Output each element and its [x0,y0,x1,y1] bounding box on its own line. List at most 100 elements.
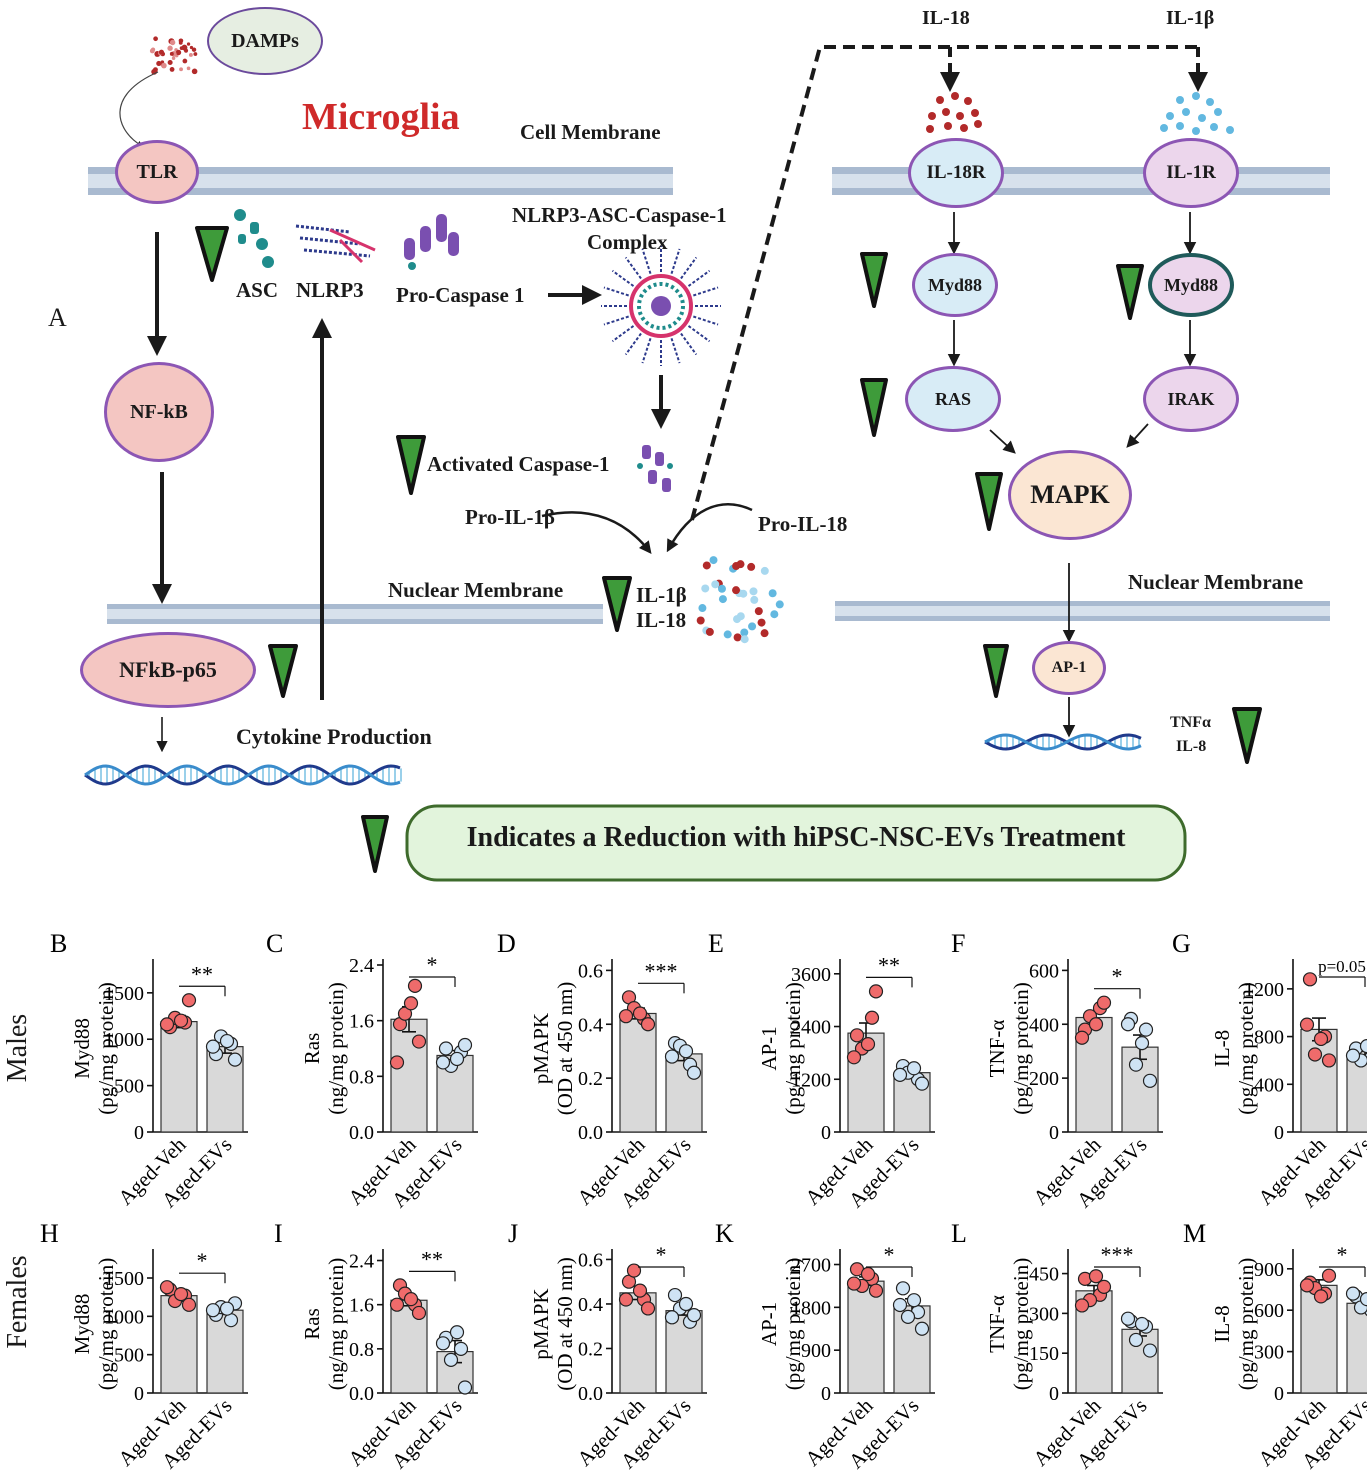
y-tick-label: 0 [134,1383,144,1405]
complex-spike [687,269,711,287]
damps-dot [179,67,183,72]
cytokine-dot [749,587,758,596]
reduction-triangle-icon [860,252,888,308]
data-point [900,1309,916,1324]
data-point [1359,1292,1367,1307]
reduction-triangle-icon [860,378,888,437]
dna-strand [984,733,1142,751]
data-point [626,1263,642,1278]
myd88-right-node: Myd88 [1148,253,1234,317]
il18-dot [956,112,964,120]
damps-dot [189,45,194,50]
il1b-dot [1226,126,1234,134]
reduction-triangle-icon [1232,707,1262,764]
y-tick-label: 900 [1254,1259,1284,1281]
il18-dot [936,96,944,104]
bar [1300,1028,1338,1133]
data-point [173,1013,189,1028]
y-axis-unit-label: (pg/mg protein) [1234,982,1258,1114]
data-point [1302,972,1318,987]
dashed-release-path [690,45,1198,521]
y-tick-label: 1.6 [349,1011,374,1033]
y-tick-label: 0.0 [578,1122,603,1144]
data-point [443,1352,459,1367]
data-point [1120,1017,1136,1032]
y-axis-label: AP-1 [757,1302,781,1346]
cytokine-dot [750,595,759,604]
y-axis-label: pMAPK [529,1288,553,1359]
data-point [181,1297,197,1312]
irak-label: IRAK [1167,388,1215,409]
y-axis-label: pMAPK [529,1013,553,1084]
dna-helix-right-icon [984,733,1142,751]
y-tick-label: 0.4 [578,1014,603,1036]
chart-panel-letter: E [708,929,724,958]
cytokine-dot [711,580,720,589]
data-point [678,1296,694,1312]
significance-label: * [1337,1242,1348,1267]
pro-il1b-label: Pro-IL-1β [465,505,555,529]
data-point [667,1287,683,1303]
il18-dot [942,108,950,116]
il1b-dot [1192,92,1200,100]
data-point [860,1266,876,1282]
y-tick-label: 0.0 [578,1383,603,1405]
y-tick-label: 300 [1029,1303,1059,1325]
cytokine-dot [705,627,714,636]
y-tick-label: 0.0 [349,1383,374,1405]
cytokine-dot [709,556,718,565]
y-axis-unit-label: (pg/mg protein) [1009,1258,1033,1390]
asc-protein-icon [234,209,274,268]
y-axis-label: AP-1 [757,1026,781,1070]
y-axis-label: TNF-α [985,1020,1009,1078]
y-axis-unit-label: (OD at 450 nm) [553,982,577,1116]
data-point [407,978,423,993]
data-point [914,1076,930,1091]
y-axis-label: IL-8 [1210,1030,1234,1067]
chart-panel-letter: D [497,929,516,958]
y-tick-label: 500 [114,1076,144,1098]
legend-box [405,804,1187,882]
il18-top-label: IL-18 [922,7,970,29]
data-point [453,1341,469,1356]
y-tick-label: 150 [1029,1343,1059,1365]
data-point [181,993,197,1008]
pro-caspase-protein-icon [404,214,459,270]
y-axis-unit-label: (pg/mg protein) [94,1258,118,1390]
y-tick-label: 0.0 [349,1122,374,1144]
complex-spike [687,325,711,343]
y-axis-label: IL-8 [1210,1305,1234,1342]
damps-dot [188,53,193,57]
cytokine-dot [760,566,769,575]
data-point [205,1039,221,1054]
y-tick-label: 1200 [1244,979,1284,1001]
cell-membrane-label: Cell Membrane [520,120,661,144]
data-point [1359,1039,1367,1054]
cytokine-production-label: Cytokine Production [236,724,432,749]
damps-dot [153,36,158,42]
y-tick-label: 0 [1274,1383,1284,1405]
damps-dot [149,48,155,54]
chart-panel-letter: K [715,1219,734,1248]
y-tick-label: 500 [114,1345,144,1367]
data-point [1134,1316,1150,1332]
nuclear-membrane-left [107,604,603,624]
y-tick-label: 1000 [104,1306,144,1328]
y-tick-label: 2.4 [349,955,374,977]
panel-label-a: A [48,303,67,332]
data-point [389,1297,405,1312]
il1b-dot [1214,108,1222,116]
damps-dot [169,39,176,46]
data-point [678,1044,694,1059]
y-axis-unit-label: (pg/mg protein) [94,982,118,1114]
il1b-dot [1206,98,1214,106]
data-point [1321,1053,1337,1068]
data-point [1345,1048,1361,1063]
data-point [457,1037,473,1053]
data-point [664,1310,680,1325]
y-tick-label: 900 [801,1340,831,1362]
